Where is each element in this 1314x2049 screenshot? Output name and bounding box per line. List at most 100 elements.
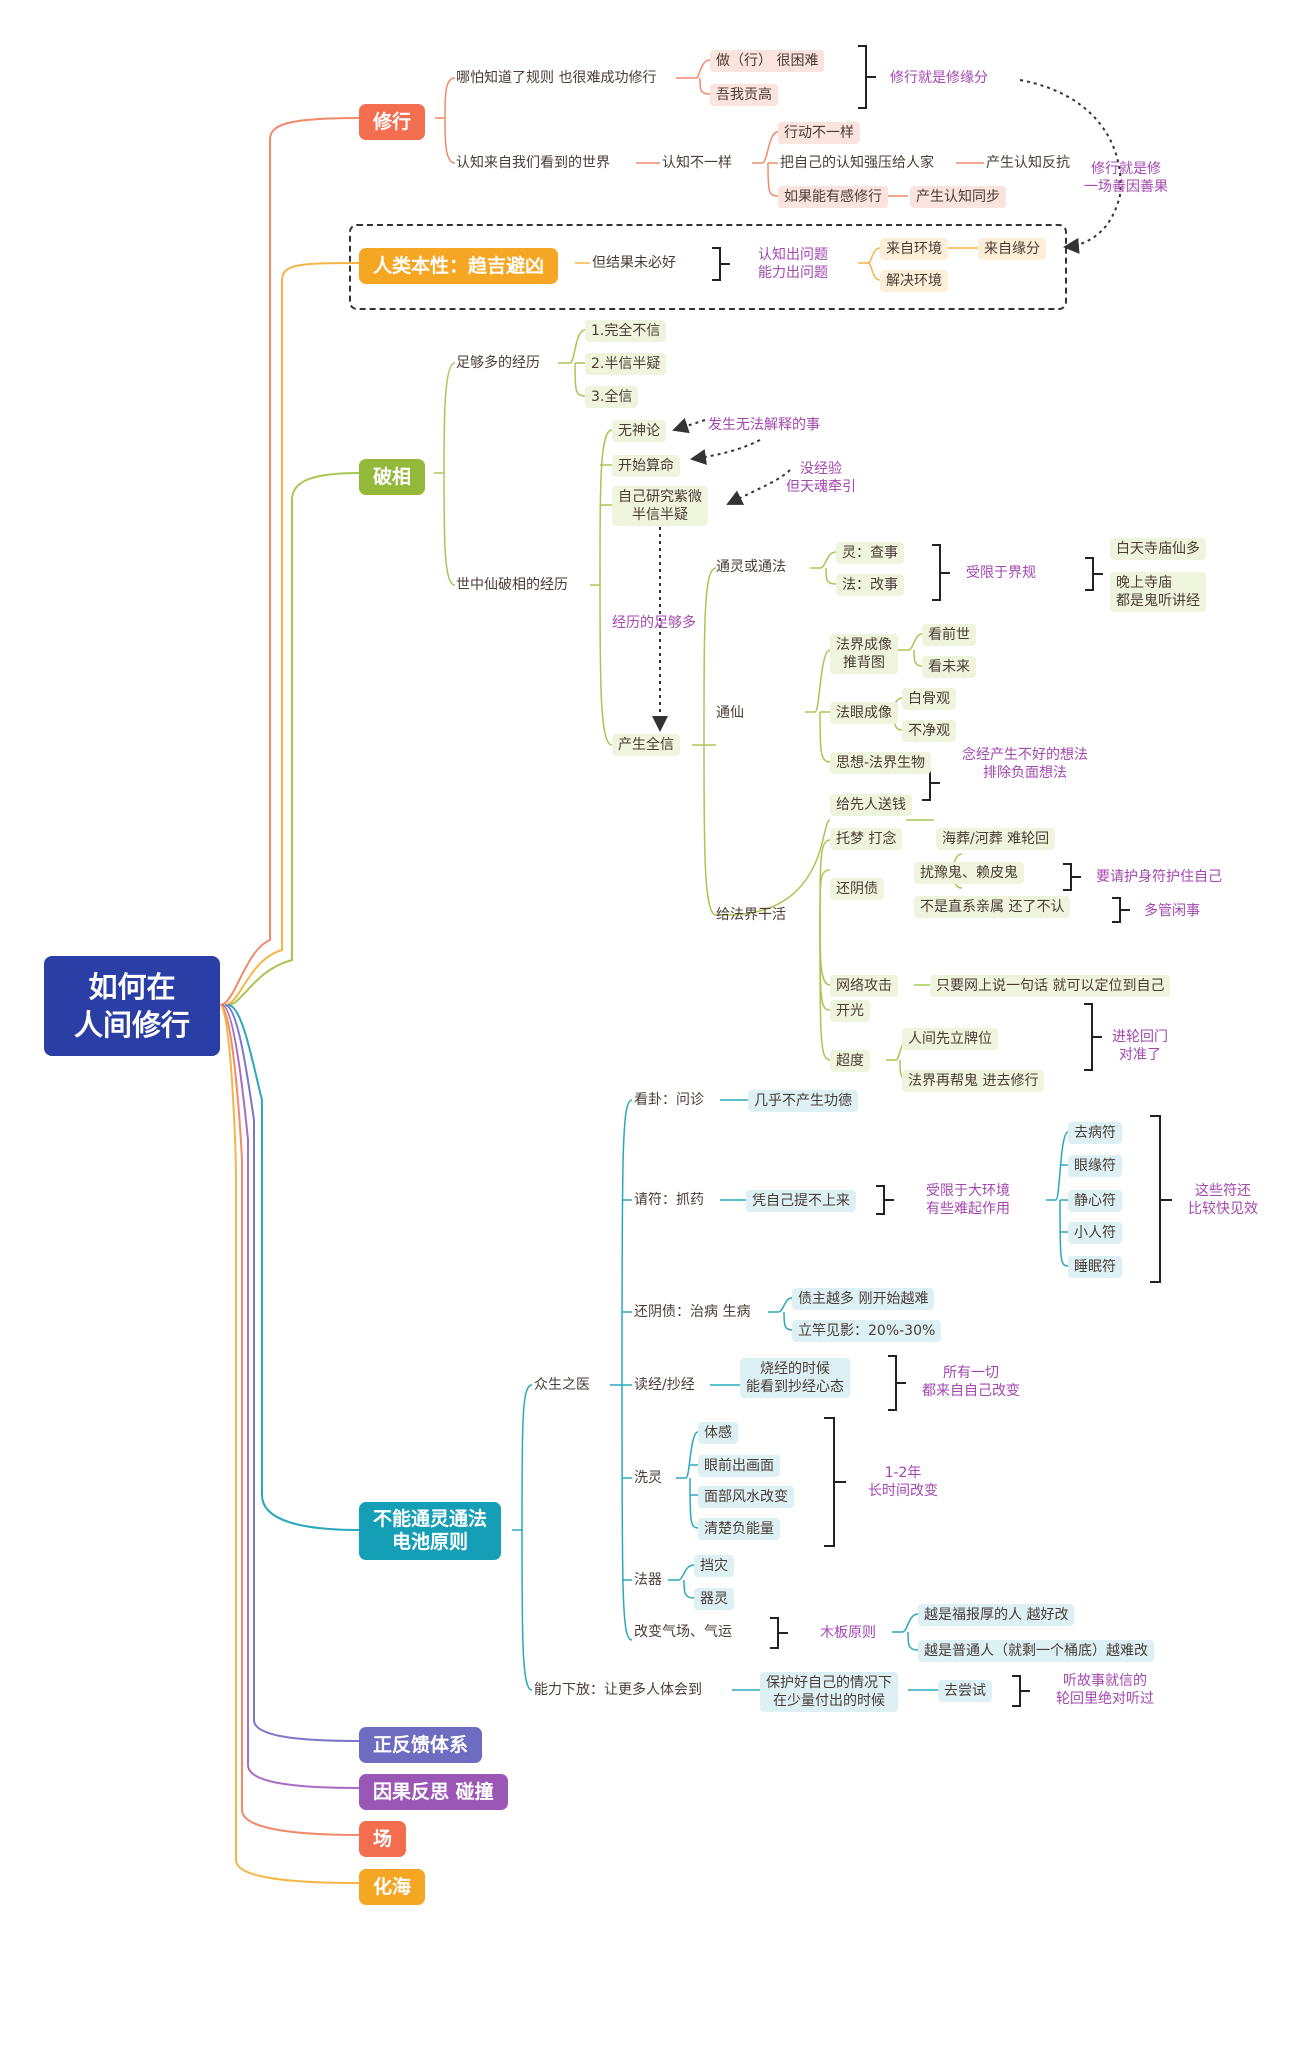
node-fu-1[interactable]: 去病符 xyxy=(1068,1122,1122,1144)
note-dianchi-a7: 木板原则 xyxy=(820,1625,876,1641)
node-dianchi-a4[interactable]: 读经/抄经 xyxy=(634,1377,695,1393)
node-poxiang-e3[interactable]: 还阴债 xyxy=(830,878,884,900)
node-dianchi-a5b[interactable]: 眼前出画面 xyxy=(698,1455,780,1477)
topic-renlei[interactable]: 人类本性：趋吉避凶 xyxy=(359,248,559,284)
topic-yinguo[interactable]: 因果反思 碰撞 xyxy=(359,1774,508,1810)
node-renlei-c1[interactable]: 来自环境 xyxy=(880,238,948,260)
node-poxiang-e3b[interactable]: 不是直系亲属 还了不认 xyxy=(914,896,1071,918)
node-dianchi-b[interactable]: 能力下放：让更多人体会到 xyxy=(534,1682,702,1698)
node-xiuxing-b3[interactable]: 把自己的认知强压给人家 xyxy=(780,155,934,171)
node-poxiang-b3[interactable]: 自己研究紫微半信半疑 xyxy=(612,486,708,526)
node-dianchi-a[interactable]: 众生之医 xyxy=(534,1377,590,1393)
topic-dianchi-line1: 不能通灵通法 xyxy=(373,1508,488,1530)
node-poxiang-e5[interactable]: 开光 xyxy=(830,1000,870,1022)
node-dianchi-a7[interactable]: 改变气场、气运 xyxy=(634,1624,732,1640)
note-poxiang-c3: 受限于界规 xyxy=(966,565,1036,581)
note-poxiang-1: 发生无法解释的事 xyxy=(708,417,820,433)
node-poxiang-d3[interactable]: 思想-法界生物 xyxy=(830,752,932,774)
root-topic[interactable]: 如何在人间修行 xyxy=(44,956,220,1056)
node-dianchi-a6[interactable]: 法器 xyxy=(634,1572,662,1588)
node-poxiang-b2[interactable]: 开始算命 xyxy=(612,455,680,477)
node-dianchi-a3b[interactable]: 立竿见影：20%-30% xyxy=(792,1320,942,1342)
node-xiuxing-a2[interactable]: 吾我贡高 xyxy=(710,84,778,106)
node-dianchi-a2[interactable]: 请符：抓药 xyxy=(634,1192,704,1208)
node-dianchi-b1[interactable]: 保护好自己的情况下在少量付出的时候 xyxy=(760,1672,898,1712)
node-poxiang-e6a[interactable]: 人间先立牌位 xyxy=(902,1028,998,1050)
node-dianchi-a4a[interactable]: 烧经的时候能看到抄经心态 xyxy=(740,1358,850,1398)
node-renlei-c2[interactable]: 来自缘分 xyxy=(978,238,1046,260)
node-poxiang-a2[interactable]: 2.半信半疑 xyxy=(585,353,667,375)
node-fu-4[interactable]: 小人符 xyxy=(1068,1222,1122,1244)
node-poxiang-e4a[interactable]: 只要网上说一句话 就可以定位到自己 xyxy=(930,975,1171,997)
topic-poxiang[interactable]: 破相 xyxy=(359,459,426,495)
topic-zhengfan[interactable]: 正反馈体系 xyxy=(359,1727,483,1763)
node-poxiang-d[interactable]: 通仙 xyxy=(716,705,744,721)
node-dianchi-a3[interactable]: 还阴债：治病 生病 xyxy=(634,1304,751,1320)
node-poxiang-e6b[interactable]: 法界再帮鬼 进去修行 xyxy=(902,1070,1045,1092)
node-fu-3[interactable]: 静心符 xyxy=(1068,1190,1122,1212)
node-poxiang-d2y[interactable]: 不净观 xyxy=(902,720,956,742)
node-poxiang-e4[interactable]: 网络攻击 xyxy=(830,975,898,997)
topic-dianchi[interactable]: 不能通灵通法 电池原则 xyxy=(359,1502,502,1560)
node-poxiang-e2[interactable]: 托梦 打念 xyxy=(830,828,903,850)
node-xiuxing-b6[interactable]: 产生认知同步 xyxy=(910,186,1006,208)
topic-dianchi-line2: 电池原则 xyxy=(392,1531,469,1553)
note-poxiang-2: 没经验但天魂牵引 xyxy=(786,461,856,495)
node-poxiang-c1[interactable]: 灵：查事 xyxy=(836,542,904,564)
node-renlei-c3[interactable]: 解决环境 xyxy=(880,270,948,292)
node-dianchi-a5[interactable]: 洗灵 xyxy=(634,1470,662,1486)
node-dianchi-a5d[interactable]: 清楚负能量 xyxy=(698,1518,780,1540)
node-poxiang-e2a[interactable]: 海葬/河葬 难轮回 xyxy=(936,828,1056,850)
highlight-frame xyxy=(349,224,1067,310)
note-xiuxing-2: 修行就是修一场善因善果 xyxy=(1084,161,1168,195)
node-poxiang-b4[interactable]: 产生全信 xyxy=(612,734,680,756)
node-poxiang-a3[interactable]: 3.全信 xyxy=(585,386,639,408)
node-poxiang-c5[interactable]: 晚上寺庙都是鬼听讲经 xyxy=(1110,572,1206,612)
node-poxiang-c2[interactable]: 法：改事 xyxy=(836,574,904,596)
note-poxiang-e3a: 要请护身符护住自己 xyxy=(1096,869,1222,885)
node-xiuxing-b1[interactable]: 认知不一样 xyxy=(662,155,732,171)
node-dianchi-a7a[interactable]: 越是福报厚的人 越好改 xyxy=(918,1604,1075,1626)
node-poxiang-a1[interactable]: 1.完全不信 xyxy=(585,320,667,342)
root-line1: 如何在 xyxy=(88,970,176,1004)
node-dianchi-a6a[interactable]: 挡灾 xyxy=(694,1555,734,1577)
node-xiuxing-a[interactable]: 哪怕知道了规则 也很难成功修行 xyxy=(456,70,657,86)
node-xiuxing-b5[interactable]: 如果能有感修行 xyxy=(778,186,888,208)
node-xiuxing-b2[interactable]: 行动不一样 xyxy=(778,122,860,144)
node-poxiang-d1[interactable]: 法界成像推背图 xyxy=(830,634,898,674)
node-poxiang-c4[interactable]: 白天寺庙仙多 xyxy=(1110,538,1206,560)
node-poxiang-d1y[interactable]: 看未来 xyxy=(922,656,976,678)
node-poxiang-b1[interactable]: 无神论 xyxy=(612,420,666,442)
topic-chang[interactable]: 场 xyxy=(359,1821,407,1857)
node-fu-5[interactable]: 睡眠符 xyxy=(1068,1256,1122,1278)
node-dianchi-a5c[interactable]: 面部风水改变 xyxy=(698,1486,794,1508)
topic-xiuxing[interactable]: 修行 xyxy=(359,104,426,140)
topic-huahai[interactable]: 化海 xyxy=(359,1869,426,1905)
node-renlei-a[interactable]: 但结果未必好 xyxy=(592,255,676,271)
node-poxiang-e3a[interactable]: 扰豫鬼、赖皮鬼 xyxy=(914,862,1024,884)
node-xiuxing-b4[interactable]: 产生认知反抗 xyxy=(986,155,1070,171)
node-dianchi-a3a[interactable]: 债主越多 刚开始越难 xyxy=(792,1288,935,1310)
node-poxiang-d1x[interactable]: 看前世 xyxy=(922,624,976,646)
node-poxiang-d2x[interactable]: 白骨观 xyxy=(902,688,956,710)
node-poxiang-a[interactable]: 足够多的经历 xyxy=(456,355,540,371)
node-dianchi-a7b[interactable]: 越是普通人（就剩一个桶底）越难改 xyxy=(918,1640,1154,1662)
node-dianchi-a1a[interactable]: 几乎不产生功德 xyxy=(748,1090,858,1112)
node-poxiang-b[interactable]: 世中仙破相的经历 xyxy=(456,577,568,593)
node-poxiang-c[interactable]: 通灵或通法 xyxy=(716,559,786,575)
node-dianchi-a1[interactable]: 看卦：问诊 xyxy=(634,1092,704,1108)
node-xiuxing-b[interactable]: 认知来自我们看到的世界 xyxy=(456,155,610,171)
node-dianchi-b2[interactable]: 去尝试 xyxy=(938,1680,992,1702)
node-poxiang-e[interactable]: 给法界干活 xyxy=(716,907,786,923)
node-poxiang-e6[interactable]: 超度 xyxy=(830,1050,870,1072)
node-xiuxing-a1[interactable]: 做（行） 很困难 xyxy=(710,50,825,72)
node-poxiang-d2[interactable]: 法眼成像 xyxy=(830,702,898,724)
node-dianchi-a5a[interactable]: 体感 xyxy=(698,1422,738,1444)
node-fu-2[interactable]: 眼缘符 xyxy=(1068,1155,1122,1177)
node-dianchi-a6b[interactable]: 器灵 xyxy=(694,1588,734,1610)
note-dianchi-a4: 所有一切都来自自己改变 xyxy=(922,1365,1020,1399)
node-poxiang-e1[interactable]: 给先人送钱 xyxy=(830,794,912,816)
node-dianchi-a2a[interactable]: 凭自己提不上来 xyxy=(746,1190,856,1212)
note-poxiang-d3: 念经产生不好的想法排除负面想法 xyxy=(962,747,1088,781)
